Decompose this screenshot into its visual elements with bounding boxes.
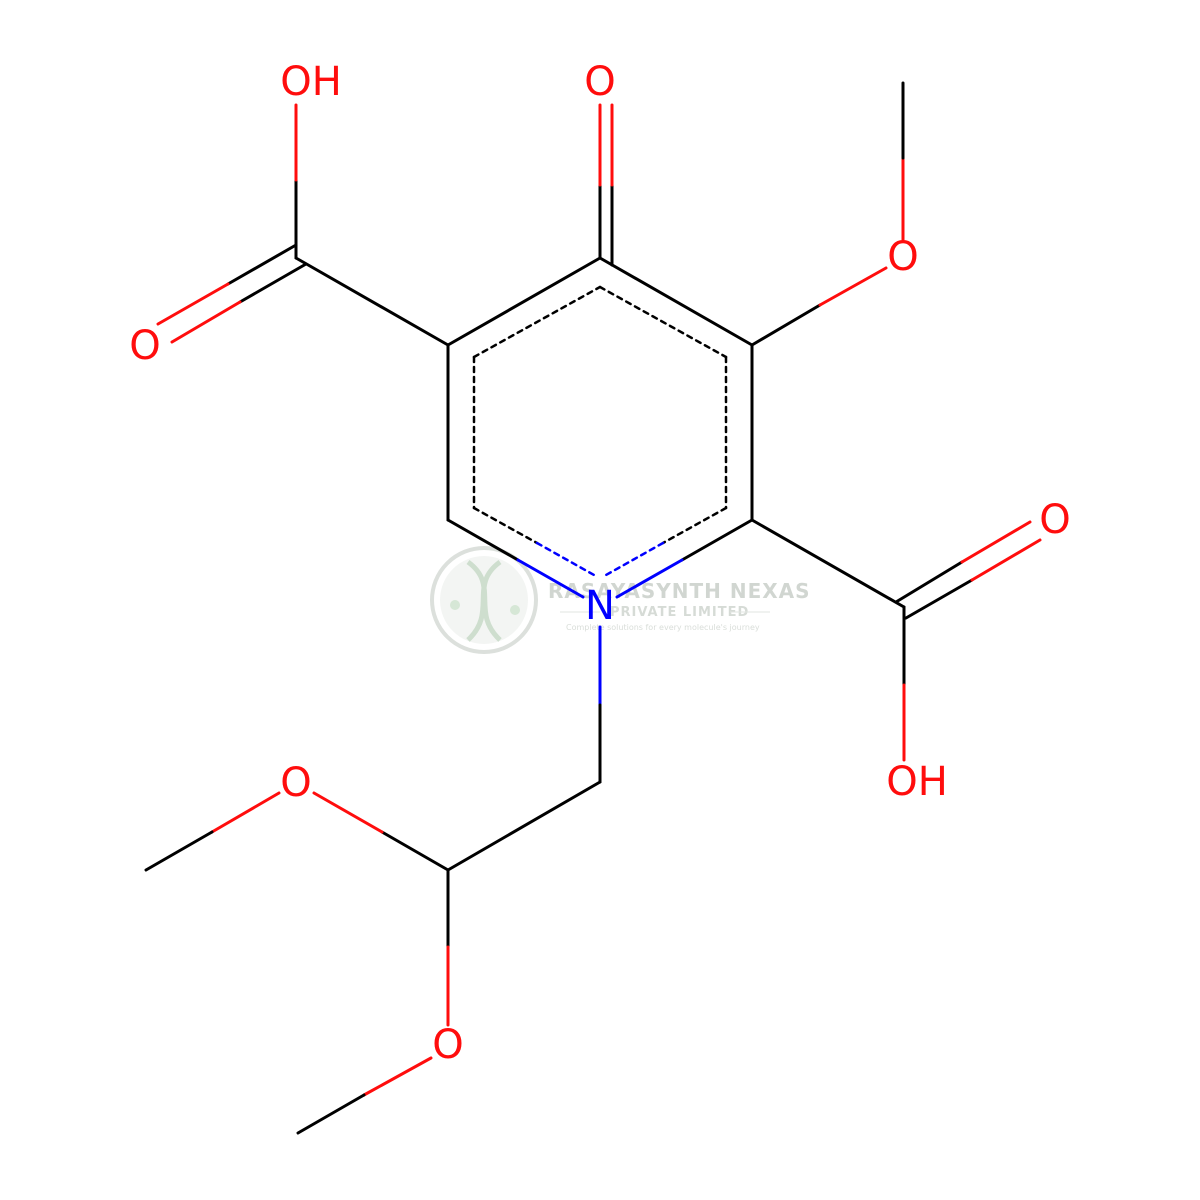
atom-o-methoxy: O (887, 234, 918, 280)
bond-c6-n-a (680, 518, 754, 562)
bond-cacid2-o-a2 (960, 520, 1032, 564)
dna-helix-icon (466, 559, 502, 642)
bond-cacid-o-b1 (238, 262, 308, 304)
atom-labels: OH O O O N O OH O O (129, 59, 1070, 1068)
bonds (144, 81, 1042, 1135)
atom-oh-top: OH (280, 59, 342, 105)
aromatic-dash (535, 541, 596, 577)
aromatic-dash (472, 285, 602, 359)
bond-c2-n-b (516, 558, 585, 599)
bond-cacid-o-a2 (156, 282, 230, 326)
aromatic-dash (598, 285, 728, 359)
bond-ring-c3-c4 (446, 256, 602, 347)
watermark-node-icon (510, 605, 520, 615)
watermark-company-line2: PRIVATE LIMITED (610, 605, 749, 620)
atom-o-ketone: O (584, 59, 615, 105)
atom-o-acid-left: O (129, 323, 160, 369)
bond-cacid2-o-b1 (904, 578, 974, 620)
watermark-logo-ring (430, 546, 538, 654)
watermark-tagline: Complete solutions for every molecule's … (566, 623, 760, 632)
bond-c5-omethoxy-a (750, 303, 822, 347)
atom-oh-right: OH (886, 759, 948, 805)
bond-cacid2-o-b2 (970, 538, 1042, 582)
bond-olower-ch3-b (296, 1093, 366, 1135)
bond-ch-oupper-a (380, 830, 450, 872)
bond-c6-n-b (615, 558, 684, 599)
atom-o-acid-right: O (1039, 497, 1070, 543)
bond-c6-cacid (750, 518, 906, 609)
watermark-node-icon (450, 600, 460, 610)
atom-o-acetal-upper: O (280, 760, 311, 806)
watermark-company: RASAYASYNTH NEXAS (548, 579, 811, 603)
watermark: RASAYASYNTH NEXAS PRIVATE LIMITED Comple… (430, 546, 811, 654)
bond-ring-c4-c5 (598, 256, 754, 347)
aromatic-dash (472, 506, 539, 545)
bond-oupper-ch3-a (210, 791, 281, 834)
atom-o-acetal-lower: O (432, 1022, 463, 1068)
bond-c5-omethoxy-b (818, 266, 888, 307)
bond-ch-oupper-b (312, 791, 384, 834)
aromatic-inner-ring (472, 285, 728, 577)
bond-cacid-o-a1 (226, 243, 298, 286)
bond-olower-ch3-a (362, 1056, 433, 1097)
bond-c3-cacid (294, 256, 450, 347)
bond-ch2-ch (446, 780, 602, 872)
bond-cacid2-o-a1 (894, 560, 964, 604)
aromatic-dash (604, 541, 665, 577)
atom-n-ring: N (585, 583, 615, 629)
bond-cacid-o-b2 (170, 300, 242, 344)
bond-c2-n-a (446, 518, 520, 562)
aromatic-dash (661, 506, 728, 545)
bond-oupper-ch3-b (144, 830, 214, 872)
